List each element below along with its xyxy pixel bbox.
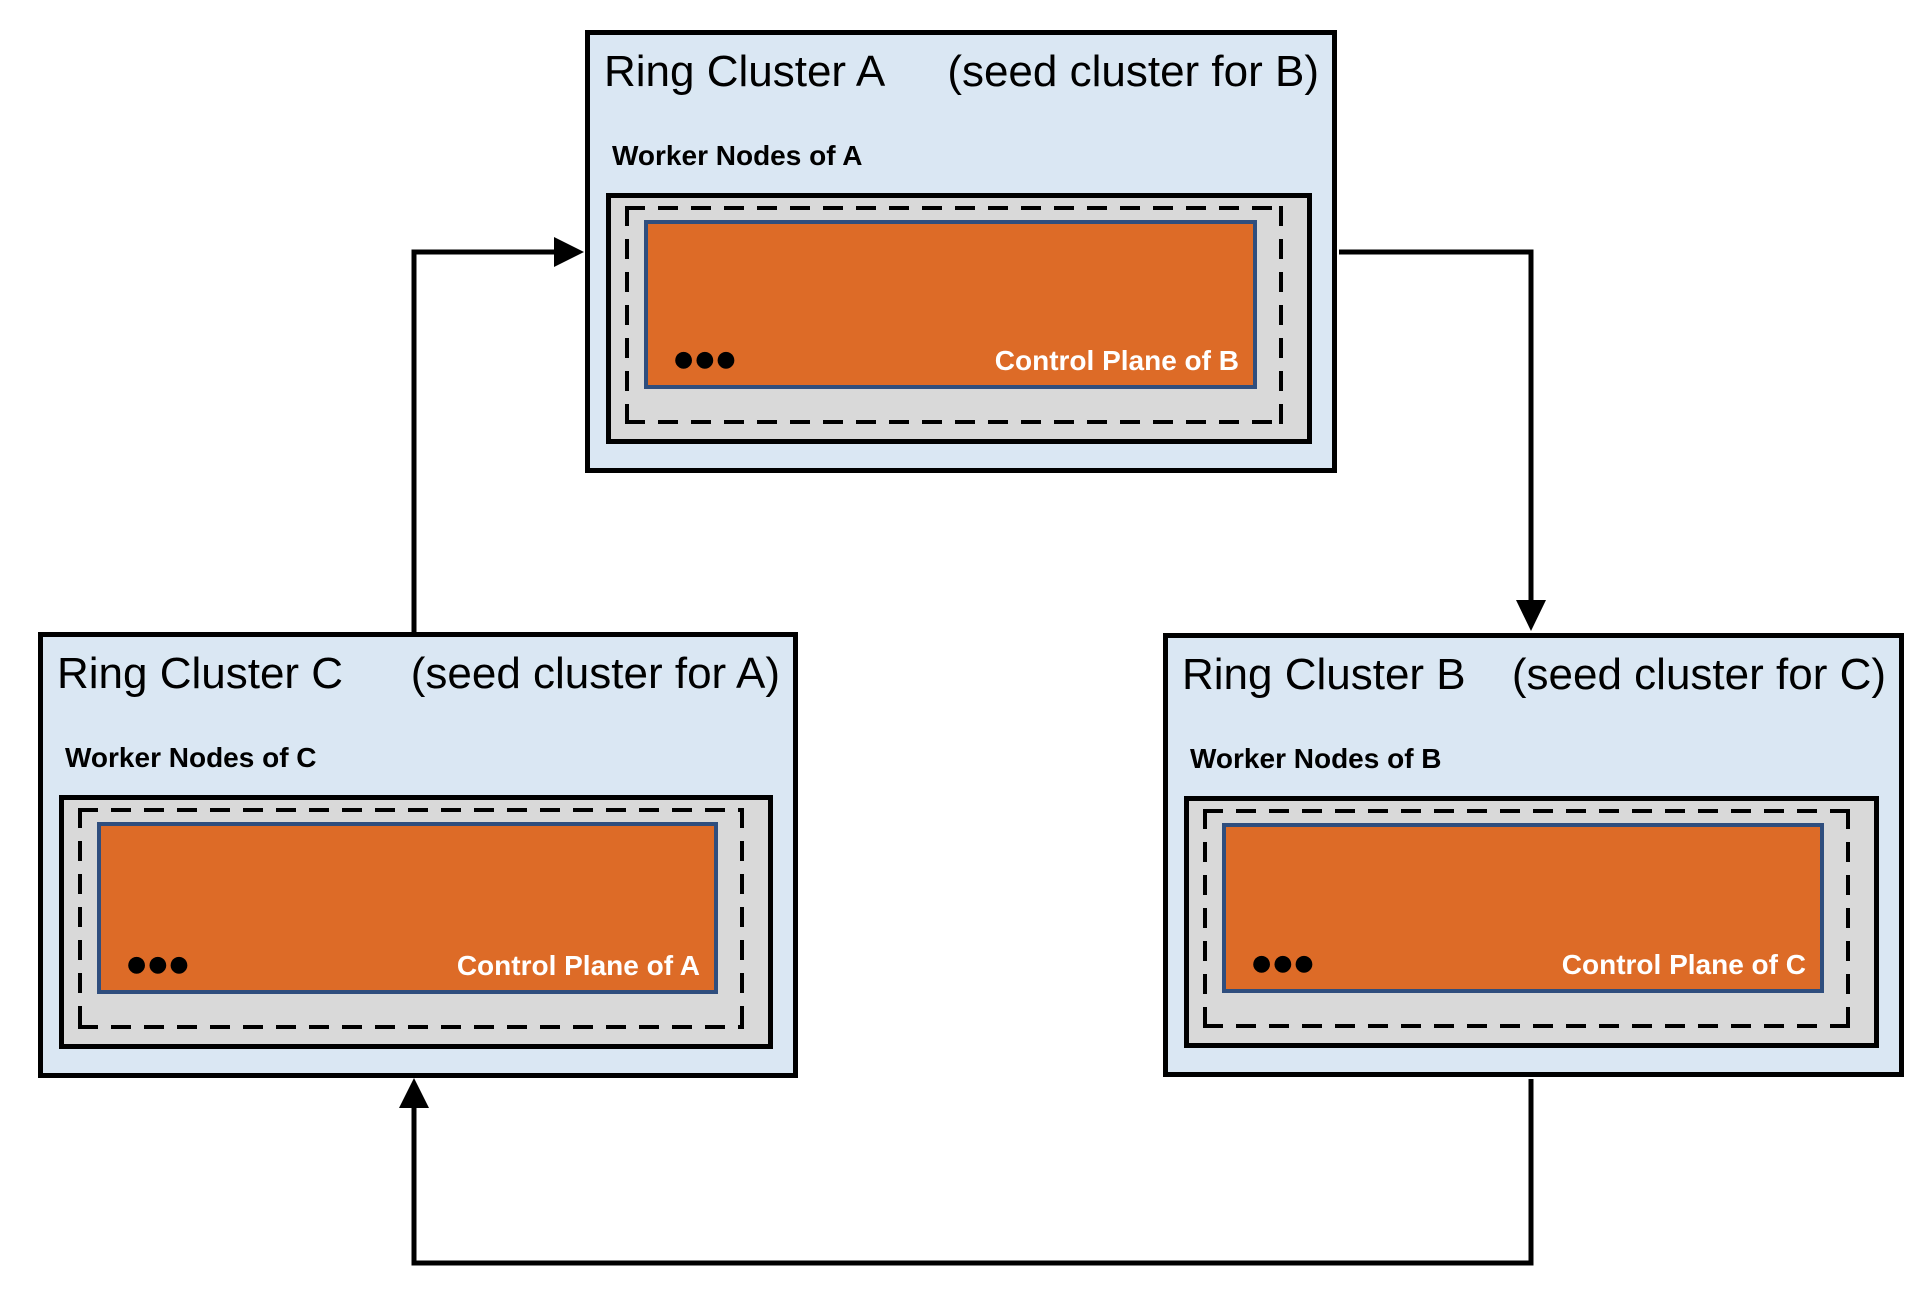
cluster-a-box: Ring Cluster A (seed cluster for B) Work… <box>585 30 1337 473</box>
cluster-b-name: Ring Cluster B <box>1182 650 1466 699</box>
more-nodes-dots-icon: ●●● <box>1252 951 1316 976</box>
cluster-a-title-row: Ring Cluster A (seed cluster for B) <box>604 47 1319 98</box>
cluster-a-control-plane-box: ●●● Control Plane of B <box>644 220 1257 389</box>
more-nodes-dots-icon: ●●● <box>127 952 191 977</box>
arrow-b-to-c <box>399 1078 1534 1266</box>
cluster-c-title-row: Ring Cluster C (seed cluster for A) <box>57 649 780 700</box>
cluster-b-worker-nodes-label: Worker Nodes of B <box>1190 743 1442 774</box>
cluster-b-control-plane-label: Control Plane of C <box>1561 948 1806 980</box>
cluster-a-control-plane-label: Control Plane of B <box>994 344 1239 376</box>
cluster-c-worker-nodes-box: ●●● Control Plane of A <box>59 795 773 1049</box>
cluster-b-box: Ring Cluster B (seed cluster for C) Work… <box>1163 633 1904 1077</box>
arrow-b-to-c-line <box>411 1079 1534 1266</box>
arrow-c-to-a-head-icon <box>554 237 584 267</box>
cluster-a-seed-note: (seed cluster for B) <box>947 47 1319 96</box>
cluster-a-name: Ring Cluster A <box>604 47 886 96</box>
arrow-a-to-b-head-icon <box>1516 600 1546 631</box>
arrow-a-to-b-line <box>1339 249 1534 601</box>
cluster-c-control-plane-label: Control Plane of A <box>456 949 700 981</box>
arrow-c-to-a <box>411 237 584 634</box>
cluster-a-dashed-boundary: ●●● Control Plane of B <box>625 206 1283 424</box>
cluster-a-worker-nodes-label: Worker Nodes of A <box>612 140 863 171</box>
more-nodes-dots-icon: ●●● <box>674 347 738 372</box>
cluster-b-title-row: Ring Cluster B (seed cluster for C) <box>1182 650 1886 701</box>
cluster-b-seed-note: (seed cluster for C) <box>1511 650 1886 699</box>
cluster-b-worker-nodes-box: ●●● Control Plane of C <box>1184 796 1879 1048</box>
arrow-c-to-a-line <box>411 249 554 634</box>
cluster-c-worker-nodes-label: Worker Nodes of C <box>65 742 317 773</box>
arrow-a-to-b <box>1339 249 1546 631</box>
cluster-c-control-plane-box: ●●● Control Plane of A <box>97 822 718 994</box>
cluster-c-dashed-boundary: ●●● Control Plane of A <box>78 808 744 1029</box>
cluster-c-name: Ring Cluster C <box>57 649 344 698</box>
cluster-a-worker-nodes-box: ●●● Control Plane of B <box>606 193 1312 444</box>
arrow-b-to-c-head-icon <box>399 1078 429 1108</box>
cluster-b-control-plane-box: ●●● Control Plane of C <box>1222 823 1824 993</box>
cluster-c-seed-note: (seed cluster for A) <box>410 649 780 698</box>
cluster-c-box: Ring Cluster C (seed cluster for A) Work… <box>38 632 798 1078</box>
cluster-b-dashed-boundary: ●●● Control Plane of C <box>1203 809 1850 1028</box>
